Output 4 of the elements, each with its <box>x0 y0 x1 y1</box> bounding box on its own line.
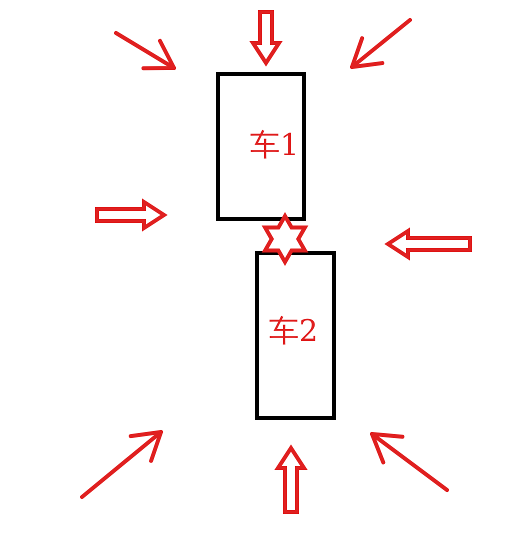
car-label: 车2 <box>269 317 318 347</box>
car-box <box>255 251 336 420</box>
car-label: 车1 <box>250 131 300 161</box>
car-box <box>216 72 306 221</box>
